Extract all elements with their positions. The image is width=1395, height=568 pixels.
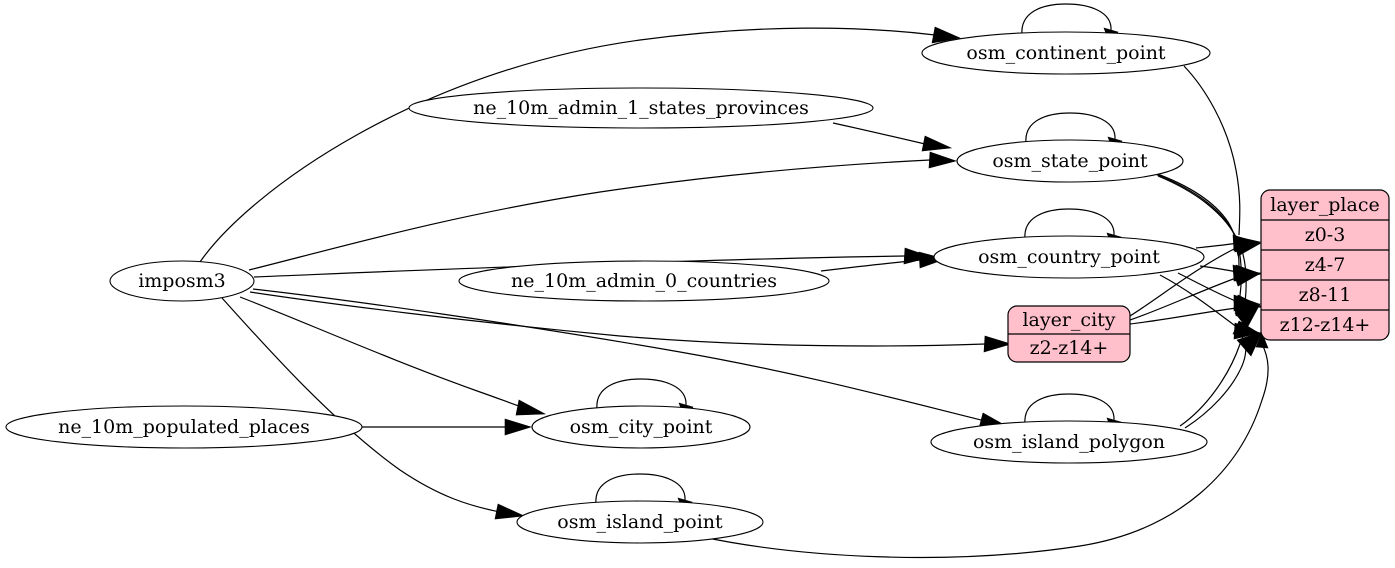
node-ne_10m_populated_places[interactable]: ne_10m_populated_places xyxy=(5,405,363,449)
node-osm_city_point[interactable]: osm_city_point xyxy=(531,405,751,449)
node-osm_island_point[interactable]: osm_island_point xyxy=(516,500,764,544)
node-osm_country_point-label: osm_country_point xyxy=(978,246,1160,268)
node-osm_city_point-label: osm_city_point xyxy=(570,416,713,438)
edge-ne_populated_places-to-osm_city_point xyxy=(362,418,533,436)
edge-osm_island_polygon-to-layer_place-z12-z14plus xyxy=(1184,331,1263,429)
node-ne_10m_admin_1_states_provinces[interactable]: ne_10m_admin_1_states_provinces xyxy=(408,87,874,129)
edge-ne_admin_0_countries-to-osm_country_point xyxy=(820,251,947,272)
record-layer_place-row-z8-11[interactable]: z8-11 xyxy=(1299,284,1352,306)
node-imposm3[interactable]: imposm3 xyxy=(109,260,255,302)
record-layer_place-row-z12-z14plus[interactable]: z12-z14+ xyxy=(1280,314,1371,336)
node-osm_island_polygon-label: osm_island_polygon xyxy=(973,431,1165,453)
record-layer_place-row-z4-7[interactable]: z4-7 xyxy=(1305,254,1346,276)
edges-layer xyxy=(199,26,1269,559)
edge-imposm3-to-layer_city xyxy=(249,291,1013,353)
node-osm_state_point-label: osm_state_point xyxy=(992,150,1148,172)
edge-osm_continent_point-to-layer_place-z0-3 xyxy=(1183,65,1261,252)
node-osm_island_point-label: osm_island_point xyxy=(557,511,723,533)
node-ne_10m_populated_places-label: ne_10m_populated_places xyxy=(58,416,310,438)
node-ne_10m_admin_1_states_provinces-label: ne_10m_admin_1_states_provinces xyxy=(473,97,809,119)
record-layer_city-title: layer_city xyxy=(1022,309,1115,331)
record-layer_place-row-z0-3[interactable]: z0-3 xyxy=(1305,224,1346,246)
edge-layer_city-to-layer_place-z0-3 xyxy=(1129,240,1263,317)
record-layer_place-title: layer_place xyxy=(1270,194,1379,216)
edge-osm_country_point-to-layer_place-z12-z14plus xyxy=(1159,274,1264,336)
edge-layer_city-to-layer_place-z4-7 xyxy=(1129,270,1263,321)
edge-osm_island_point-to-layer_place-z12-z14plus xyxy=(697,332,1269,559)
node-osm_state_point[interactable]: osm_state_point xyxy=(956,139,1184,183)
record-node-layer_city[interactable]: layer_city z2-z14+ xyxy=(1007,305,1131,363)
record-layer_city-row-z2-z14plus[interactable]: z2-z14+ xyxy=(1030,337,1109,359)
node-osm_continent_point[interactable]: osm_continent_point xyxy=(921,31,1211,75)
node-ne_10m_admin_0_countries-label: ne_10m_admin_0_countries xyxy=(511,270,777,292)
nodes-layer: imposm3 ne_10m_admin_1_states_provinces … xyxy=(5,31,1211,544)
record-nodes-layer: layer_city z2-z14+ layer_place z0-3 z4-7… xyxy=(1007,189,1390,363)
edge-imposm3-to-osm_city_point xyxy=(239,296,547,416)
edge-imposm3-to-osm_state_point xyxy=(248,151,958,271)
node-imposm3-label: imposm3 xyxy=(138,270,226,292)
edge-osm_island_polygon-to-layer_place-z8-11 xyxy=(1179,303,1261,427)
edge-imposm3-to-osm_continent_point xyxy=(199,26,962,263)
edge-imposm3-to-osm_island_point xyxy=(221,297,526,520)
node-ne_10m_admin_0_countries[interactable]: ne_10m_admin_0_countries xyxy=(458,260,830,302)
node-osm_country_point[interactable]: osm_country_point xyxy=(933,235,1205,279)
record-node-layer_place[interactable]: layer_place z0-3 z4-7 z8-11 z12-z14+ xyxy=(1260,189,1390,341)
node-osm_continent_point-label: osm_continent_point xyxy=(966,42,1166,64)
edge-ne_states_provinces-to-osm_state_point xyxy=(832,122,953,152)
node-osm_island_polygon[interactable]: osm_island_polygon xyxy=(930,420,1208,464)
